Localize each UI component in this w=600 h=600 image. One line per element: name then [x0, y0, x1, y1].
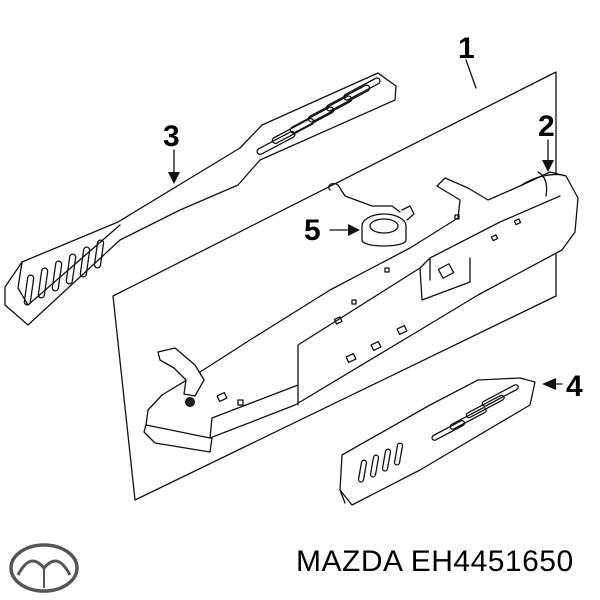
- leader-lines: [168, 59, 563, 390]
- callout-1: 1: [458, 32, 475, 65]
- part-caption: MAZDA EH4451650: [296, 545, 574, 579]
- bumper-holes: [216, 214, 522, 406]
- part-3-left-slots: [23, 239, 105, 306]
- brand-name: MAZDA: [296, 545, 402, 578]
- part-3-step-plate[interactable]: [4, 72, 397, 326]
- part-1-frame: [112, 71, 557, 501]
- callout-2: 2: [538, 110, 555, 143]
- mazda-logo-icon: [9, 543, 79, 593]
- part-5-license-lamp[interactable]: [328, 182, 415, 247]
- part-3-right-slots: [256, 77, 381, 156]
- callout-5: 5: [304, 214, 321, 247]
- part-number: EH4451650: [410, 545, 574, 578]
- callout-4: 4: [566, 370, 583, 403]
- part-4-step-plate[interactable]: [339, 377, 536, 506]
- part-2-bumper[interactable]: [143, 171, 579, 453]
- part-4-slots: [357, 384, 519, 483]
- callout-3: 3: [163, 120, 180, 153]
